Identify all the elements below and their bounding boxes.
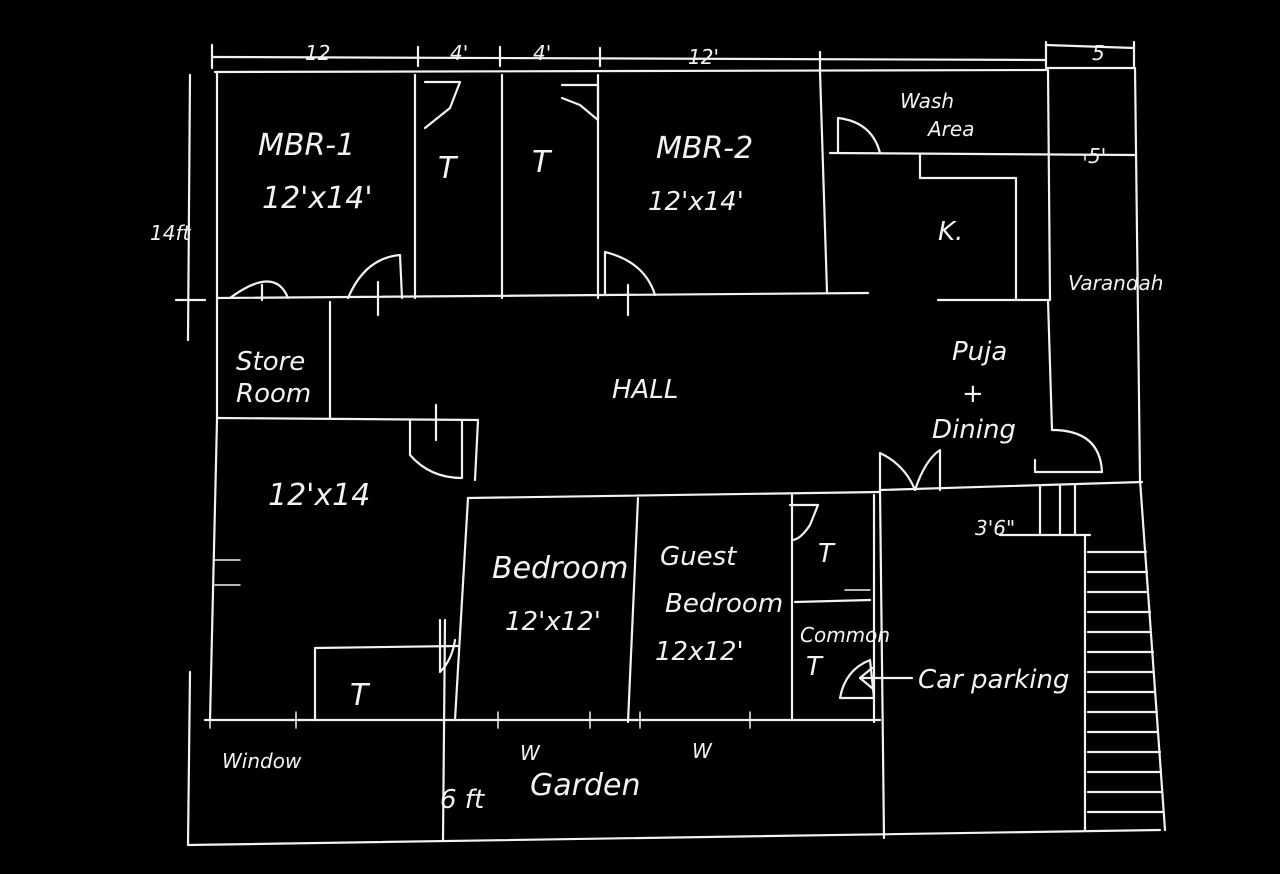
- doors: [228, 80, 1104, 700]
- varandah: Varandah: [1068, 271, 1163, 295]
- garden-width: 6 ft: [440, 785, 485, 815]
- dim-top-2: 4': [450, 41, 468, 65]
- toilet-5: T: [806, 652, 824, 682]
- wash-area-2: Area: [926, 117, 974, 141]
- bedroom-name: Bedroom: [492, 551, 628, 586]
- left-toilet-walls: [313, 644, 460, 722]
- window-label: Window: [222, 749, 302, 773]
- window-w1: W: [520, 741, 541, 765]
- guest-2: Bedroom: [665, 589, 783, 619]
- top-dimension-line: [210, 40, 1136, 72]
- toilet-4: T: [818, 539, 836, 569]
- mbr2-name: MBR-2: [656, 131, 753, 166]
- guest-size: 12x12': [655, 637, 744, 667]
- window-w2: W: [692, 739, 713, 763]
- left-room-size: 12'x14: [268, 478, 370, 513]
- kitchen: K.: [938, 217, 963, 247]
- guest-1: Guest: [660, 542, 737, 572]
- top-row-walls: [215, 70, 1137, 302]
- toilet-3: T: [350, 678, 371, 713]
- puja-2: +: [962, 379, 984, 409]
- bedroom-size: 12'x12': [505, 607, 601, 637]
- dim-left: 14ft: [150, 221, 191, 245]
- toilet-1: T: [438, 151, 459, 186]
- puja-3: Dining: [932, 415, 1016, 445]
- wash-area-1: Wash: [900, 89, 954, 113]
- mbr1-name: MBR-1: [258, 128, 355, 163]
- garden: Garden: [530, 768, 640, 803]
- toilet-2: T: [532, 145, 553, 180]
- store-room-walls: [215, 300, 480, 482]
- puja-1: Puja: [952, 337, 1007, 367]
- staircase: [1038, 478, 1167, 832]
- hall: HALL: [612, 375, 678, 405]
- store-room-2: Room: [236, 379, 311, 409]
- mbr2-size: 12'x14': [648, 187, 744, 217]
- dim-top-4: 12': [688, 45, 719, 69]
- dim-top-5: 5: [1092, 41, 1105, 65]
- car-parking-arrow: [858, 666, 914, 690]
- car-parking: Car parking: [918, 665, 1069, 695]
- common: Common: [800, 623, 890, 647]
- store-room-1: Store: [236, 347, 305, 377]
- dim-top-1: 12: [305, 41, 330, 65]
- outer-walls: [186, 66, 1162, 847]
- dim-right: 5': [1088, 144, 1106, 168]
- dim-top-3: 4': [533, 41, 551, 65]
- garden-divider: [441, 618, 447, 842]
- mbr1-size: 12'x14': [262, 181, 373, 216]
- stair-width: 3'6": [975, 516, 1015, 540]
- window-ticks: [209, 154, 1086, 729]
- left-dimension-line: [174, 73, 207, 342]
